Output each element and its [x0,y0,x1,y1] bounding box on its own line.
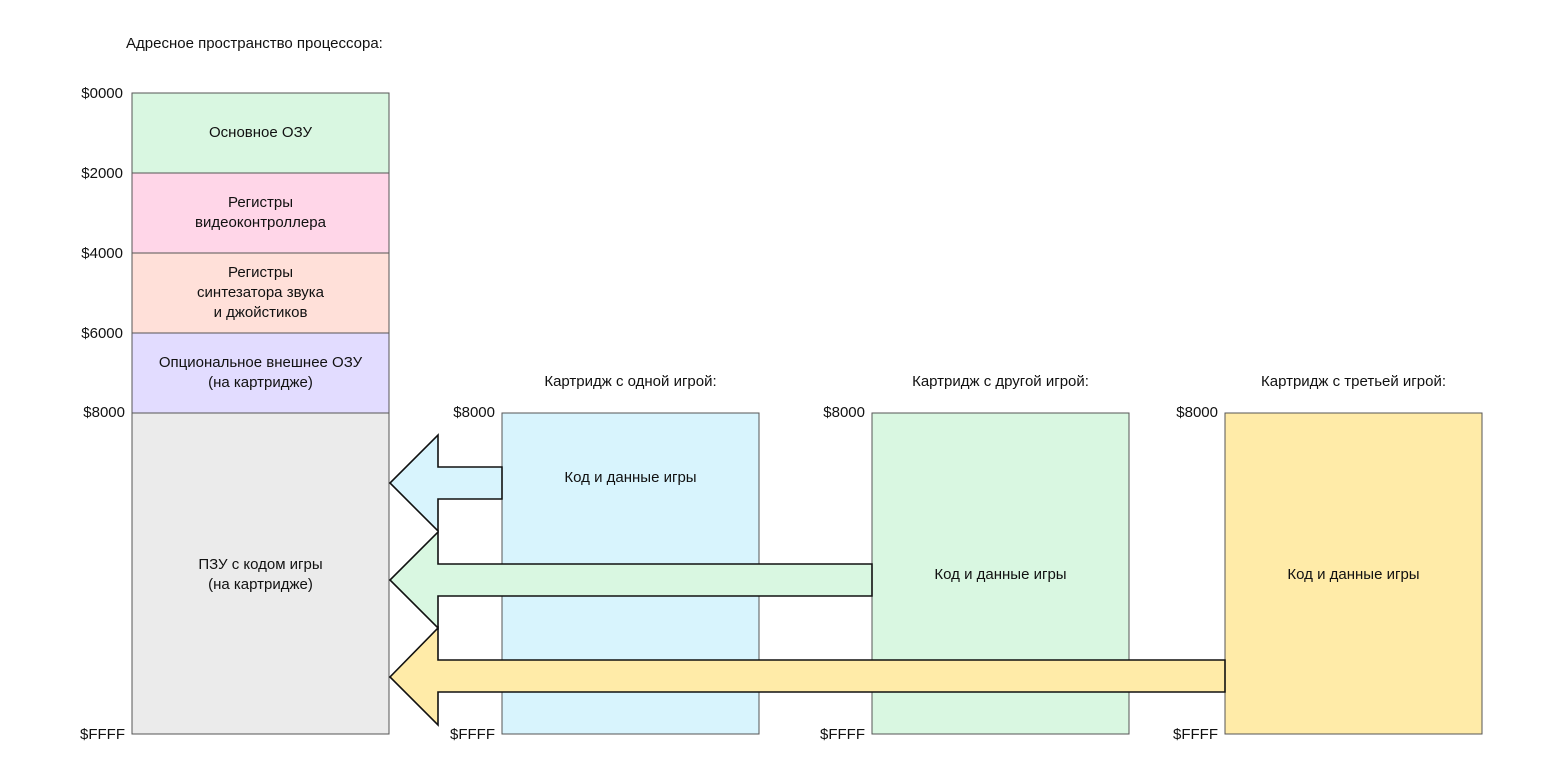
cartridge-1-start-addr: $8000 [453,404,495,421]
main-ram-block [131,92,390,174]
arrow-cartridge-3 [388,626,1226,727]
cartridge-2-label: Код и данные игры [934,566,1067,583]
apu-registers-block [131,252,390,334]
addr-label-6000: $6000 [81,325,123,342]
addr-label-ffff: $FFFF [80,726,125,743]
diagram-title: Адресное пространство процессора: [126,35,383,52]
apu-registers-label: Регистры синтезатора звука и джойстиков [197,264,324,321]
cartridge-2-start-addr: $8000 [823,404,865,421]
cartridge-3-end-addr: $FFFF [1173,726,1218,743]
rom-label: ПЗУ с кодом игры (на картридже) [198,555,323,593]
cartridge-1-label: Код и данные игры [564,469,697,486]
external-ram-label: Опциональное внешнее ОЗУ (на картридже) [158,354,363,391]
arrow-cartridge-1 [388,433,503,533]
addr-label-4000: $4000 [81,245,123,262]
cartridge-3-start-addr: $8000 [1176,404,1218,421]
arrow-cartridge-2 [388,530,873,630]
cartridge-3-label: Код и данные игры [1287,566,1420,583]
cartridge-2-caption: Картридж с другой игрой: [912,373,1089,390]
cartridge-3-block [1224,412,1483,735]
rom-block [131,412,390,735]
cartridge-1-end-addr: $FFFF [450,726,495,743]
ppu-registers-label: Регистры видеоконтроллера [195,194,326,231]
main-ram-label: Основное ОЗУ [209,124,312,141]
addr-label-2000: $2000 [81,165,123,182]
cartridge-1-caption: Картридж с одной игрой: [544,373,717,390]
external-ram-block [131,332,390,414]
addr-label-0000: $0000 [81,85,123,102]
addr-label-8000: $8000 [83,404,125,421]
cartridge-3-caption: Картридж с третьей игрой: [1260,373,1447,390]
cartridge-2-end-addr: $FFFF [820,726,865,743]
